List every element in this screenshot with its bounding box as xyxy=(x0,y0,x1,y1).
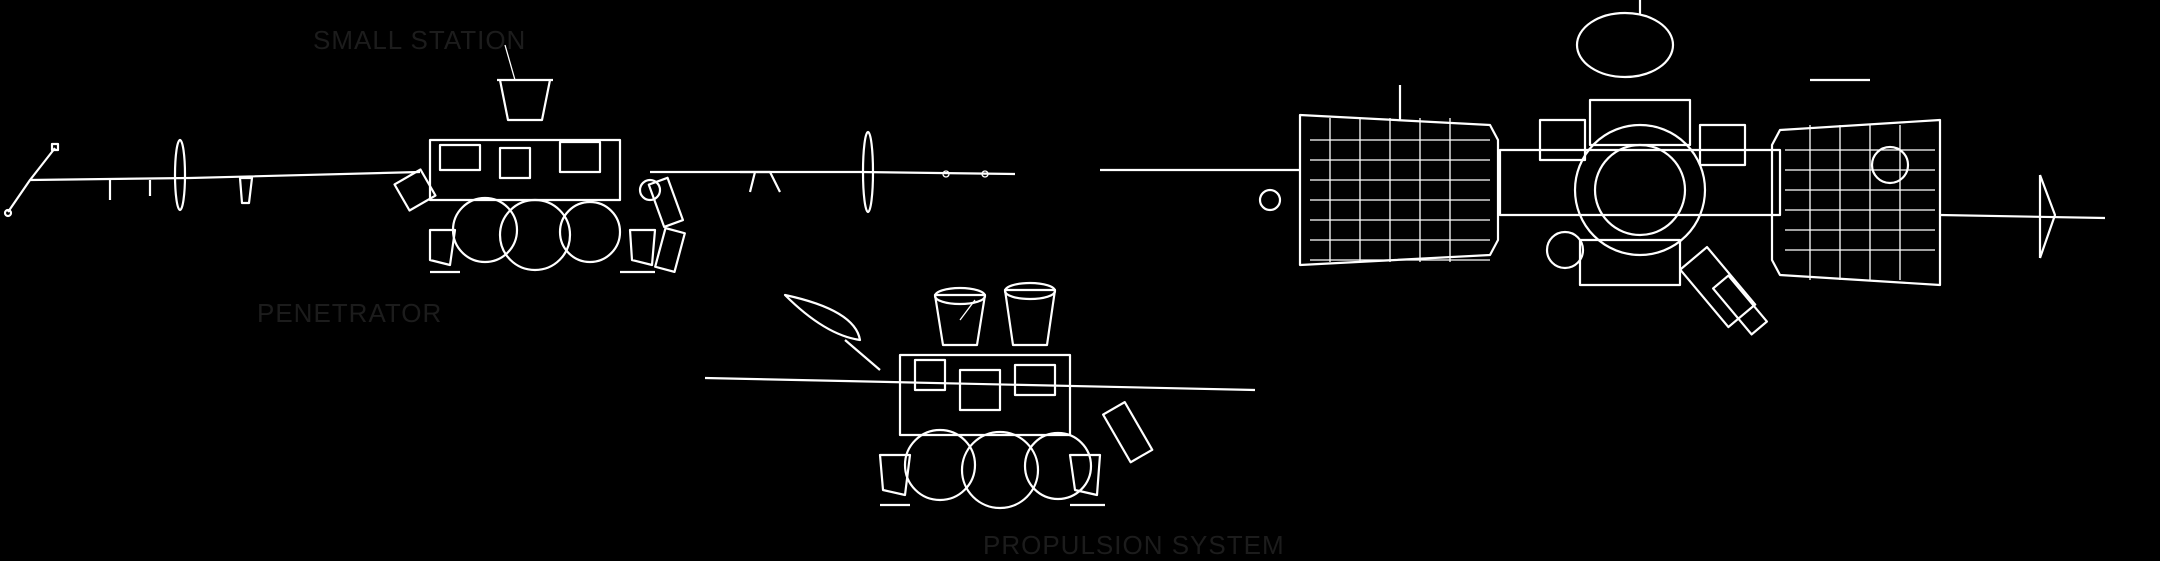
spacecraft-diagram xyxy=(3,0,2106,510)
spacecraft-front-view xyxy=(704,281,1256,510)
label-penetrator: PENETRATOR xyxy=(257,298,443,328)
label-small-station: SMALL STATION xyxy=(313,25,527,55)
spacecraft-top-view xyxy=(1100,0,2106,336)
spacecraft-side-view xyxy=(3,44,1016,321)
